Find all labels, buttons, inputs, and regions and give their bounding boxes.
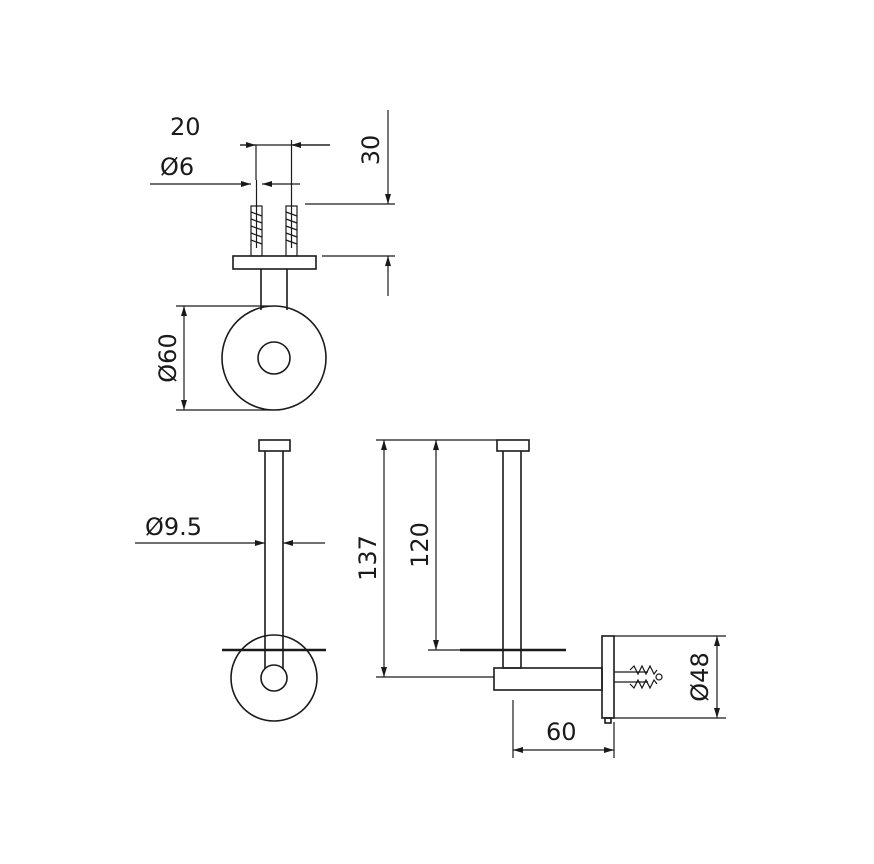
rod-cap bbox=[258, 439, 291, 452]
top-view: 20 Ø6 30 Ø60 bbox=[150, 110, 395, 411]
wall-plate bbox=[232, 255, 317, 270]
dim-label-60: 60 bbox=[546, 718, 577, 746]
dim-label-30: 30 bbox=[357, 135, 385, 166]
screw-right bbox=[285, 140, 298, 257]
side-view: 137 120 Ø48 60 bbox=[354, 439, 726, 758]
dim-label-d60: Ø60 bbox=[154, 333, 182, 382]
side-rod-cap bbox=[496, 439, 530, 452]
wall-flange bbox=[601, 635, 615, 719]
side-screw bbox=[614, 664, 663, 690]
dim-label-d9-5: Ø9.5 bbox=[145, 513, 202, 541]
screw-left bbox=[250, 180, 263, 257]
dim-label-d48: Ø48 bbox=[686, 652, 714, 701]
rosette-circle bbox=[221, 305, 327, 411]
dim-label-d6: Ø6 bbox=[160, 153, 194, 181]
dim-label-120: 120 bbox=[406, 522, 434, 568]
dim-label-137: 137 bbox=[354, 535, 382, 581]
horizontal-arm bbox=[493, 667, 603, 691]
front-view: Ø9.5 bbox=[135, 439, 326, 722]
dim-label-20: 20 bbox=[170, 113, 201, 141]
rosette-hole bbox=[257, 341, 291, 375]
